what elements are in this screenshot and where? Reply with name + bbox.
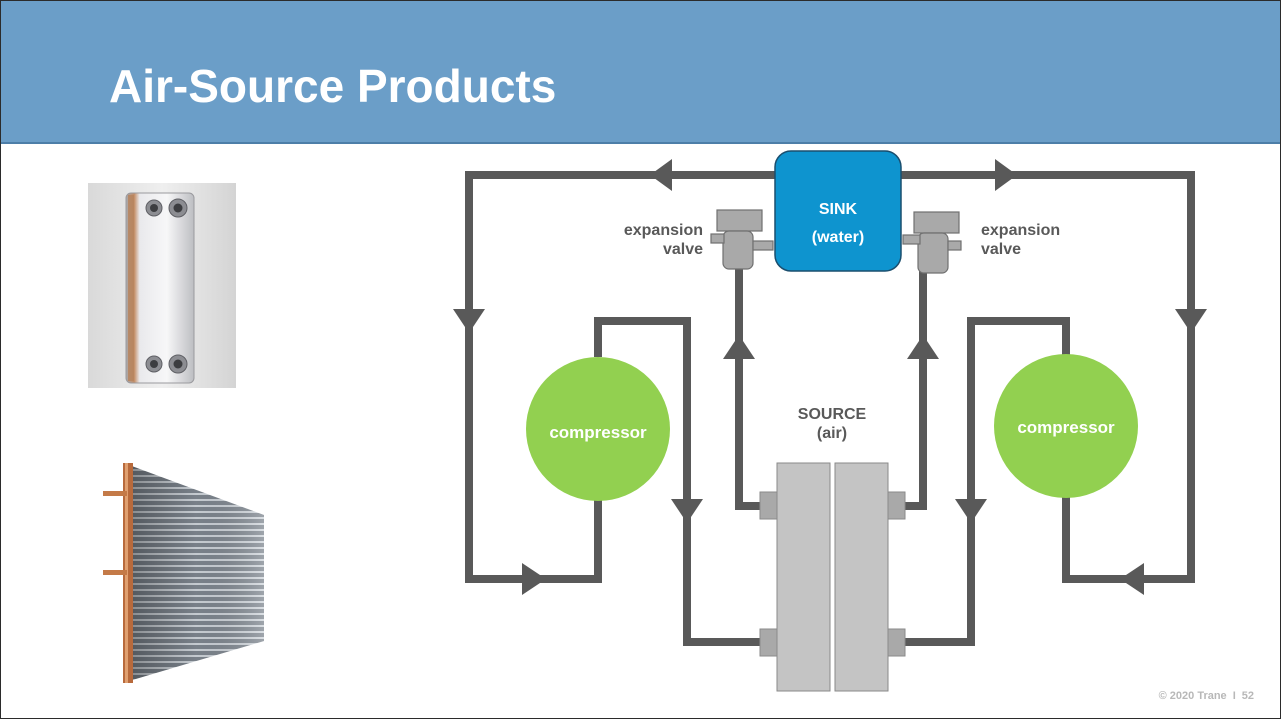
expansion-valve-right-label-line1: expansion [981, 222, 1060, 239]
flow-arrow-left-bottom [522, 563, 546, 595]
sink-heat-exchanger [774, 150, 902, 272]
footer-separator: I [1232, 690, 1236, 702]
expansion-valve-left-label-line1: expansion [624, 222, 703, 239]
page-number: 52 [1241, 690, 1254, 702]
compressor-left-label: compressor [549, 423, 647, 442]
compressor-right [994, 354, 1138, 498]
flow-arrow-right-top [995, 159, 1017, 191]
sink-label-line2: (water) [812, 229, 864, 246]
source-label-line1: SOURCE [798, 406, 867, 423]
sink-label-line1: SINK [819, 201, 858, 218]
slide-title: Air-Source Products [109, 60, 557, 112]
expansion-valve-left-label-line2: valve [663, 241, 703, 258]
finned-tube-coil-photo [103, 463, 264, 683]
expansion-valve-right [902, 211, 962, 274]
source-right-plate [834, 462, 889, 692]
flow-arrow-left-down [453, 309, 485, 333]
compressor-right-label: compressor [1017, 418, 1115, 437]
flow-arrow-right-down [1175, 309, 1207, 333]
source-port [887, 491, 906, 520]
source-left-plate [776, 462, 831, 692]
source-label-line2: (air) [817, 425, 847, 442]
brazed-plate-heat-exchanger-photo [88, 183, 236, 388]
flow-arrow-center-left-down [671, 499, 703, 523]
compressor-left [526, 357, 670, 501]
source-port [759, 628, 778, 657]
flow-arrow-right-bottom [1120, 563, 1144, 595]
source-heat-exchanger [759, 462, 906, 692]
flow-arrow-left-top [650, 159, 672, 191]
expansion-valve-right-label-line2: valve [981, 241, 1021, 258]
copyright-text: © 2020 Trane [1158, 690, 1227, 702]
slide-footer: © 2020 Trane I 52 [1159, 690, 1254, 702]
expansion-valve-left [710, 209, 774, 270]
title-bar: Air-Source Products [1, 1, 1280, 144]
flow-arrow-valve-left-up [723, 335, 755, 359]
source-port [887, 628, 906, 657]
source-port [759, 491, 778, 520]
flow-arrow-center-right-down [955, 499, 987, 523]
flow-arrow-valve-right-up [907, 335, 939, 359]
flow-arrows [453, 159, 1207, 595]
